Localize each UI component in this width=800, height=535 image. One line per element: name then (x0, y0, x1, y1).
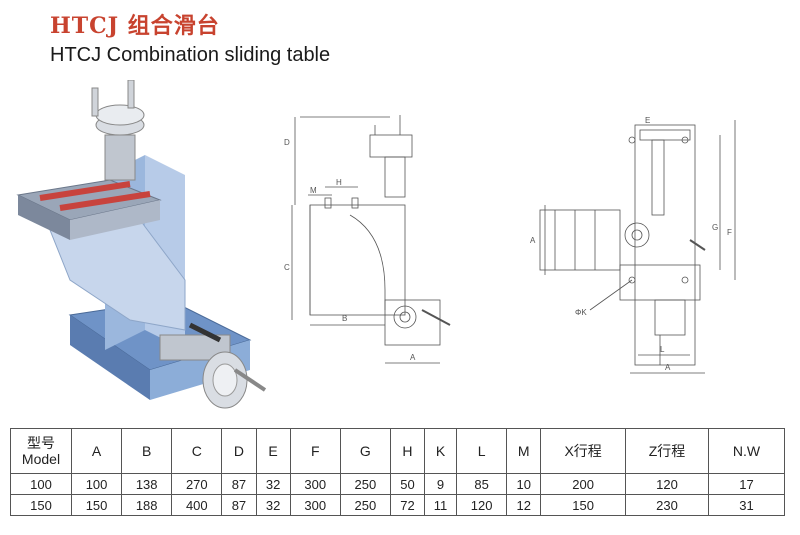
table-cell: 270 (171, 473, 223, 495)
table-cell: 50 (389, 473, 426, 495)
table-cell: 87 (221, 494, 257, 516)
header-d: D (221, 428, 257, 474)
top-view-drawing: A G F E L ΦK A (530, 116, 736, 374)
dim-label-a2: A (665, 363, 671, 372)
table-cell: 100 (70, 473, 123, 495)
table-cell: 10 (506, 473, 542, 495)
table-cell: 17 (708, 473, 785, 495)
dim-label-d: D (284, 138, 290, 147)
header-model-en: Model (21, 451, 61, 467)
dim-label-f: F (727, 228, 732, 237)
header-k: K (424, 428, 458, 474)
table-cell: 120 (456, 494, 508, 516)
table-cell: 85 (456, 473, 508, 495)
table-cell: 120 (624, 473, 710, 495)
header-e: E (255, 428, 291, 474)
table-cell: 100 (10, 473, 72, 495)
header-z-travel: Z行程 (624, 428, 710, 474)
header-g: G (339, 428, 391, 474)
table-cell: 300 (289, 473, 341, 495)
header-model-cn: 型号 (27, 435, 55, 451)
table-cell: 250 (339, 473, 391, 495)
header-x-travel: X行程 (540, 428, 626, 474)
table-row: 100 100 138 270 87 32 300 250 50 9 85 10… (10, 473, 785, 495)
header-m: M (506, 428, 542, 474)
table-cell: 138 (121, 473, 173, 495)
table-cell: 12 (506, 494, 542, 516)
header-f: F (289, 428, 341, 474)
table-cell: 150 (10, 494, 72, 516)
table-cell: 32 (255, 494, 291, 516)
dim-label-e: E (645, 116, 650, 125)
dim-label-a: A (410, 353, 416, 362)
table-cell: 31 (708, 494, 785, 516)
product-photo (16, 80, 267, 409)
table-cell: 150 (540, 494, 626, 516)
dim-label-m: M (310, 186, 317, 195)
dim-label-a-top: A (530, 236, 536, 245)
spec-table: 型号 Model A B C D E F G H K L M X行程 Z行程 N… (10, 428, 785, 516)
table-cell: 200 (540, 473, 626, 495)
header-nw: N.W (708, 428, 785, 474)
dim-label-g: G (712, 223, 718, 232)
table-cell: 250 (339, 494, 391, 516)
table-cell: 11 (424, 494, 458, 516)
dim-label-c: C (284, 263, 290, 272)
table-cell: 9 (424, 473, 458, 495)
table-cell: 87 (221, 473, 257, 495)
table-header-row: 型号 Model A B C D E F G H K L M X行程 Z行程 N… (10, 428, 785, 474)
page-title-english: HTCJ Combination sliding table (50, 44, 331, 66)
header-h: H (389, 428, 426, 474)
dim-label-h: H (336, 178, 342, 187)
table-cell: 400 (171, 494, 223, 516)
header-b: B (121, 428, 173, 474)
dim-label-l: L (660, 345, 665, 354)
page-title-chinese: HTCJ 组合滑台 (50, 13, 220, 39)
header-c: C (171, 428, 223, 474)
header-a: A (70, 428, 123, 474)
table-cell: 300 (289, 494, 341, 516)
dim-label-k: ΦK (575, 308, 587, 317)
table-row: 150 150 188 400 87 32 300 250 72 11 120 … (10, 494, 785, 516)
table-cell: 230 (624, 494, 710, 516)
dim-label-b: B (342, 314, 347, 323)
table-cell: 72 (389, 494, 426, 516)
side-view-drawing: D M H C B A (284, 115, 451, 364)
table-cell: 150 (70, 494, 123, 516)
header-model: 型号 Model (10, 428, 72, 474)
header-l: L (456, 428, 508, 474)
table-cell: 188 (121, 494, 173, 516)
table-cell: 32 (255, 473, 291, 495)
